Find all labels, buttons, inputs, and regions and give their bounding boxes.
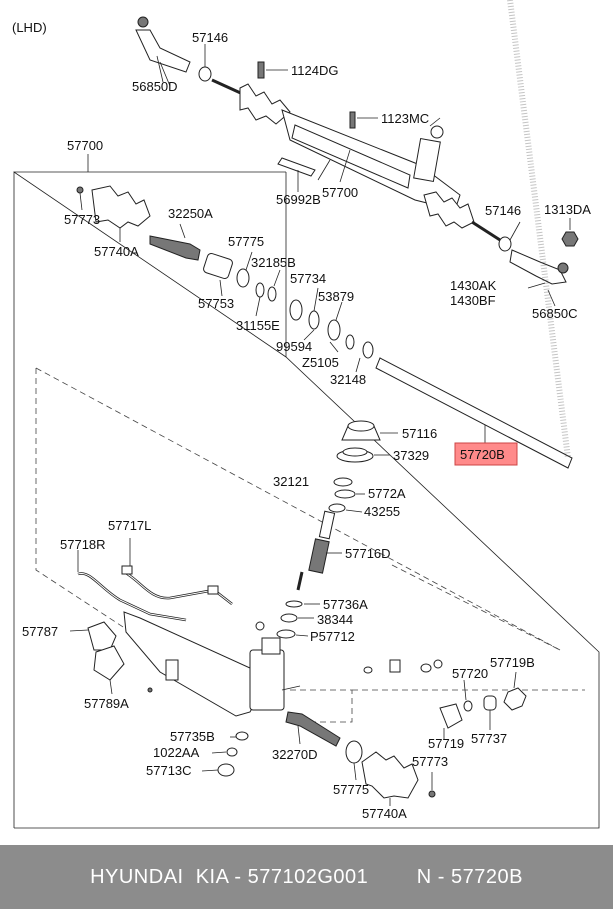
label-57789A: 57789A (84, 696, 129, 711)
label-57787: 57787 (22, 624, 58, 639)
label-57773-bottom: 57773 (412, 754, 448, 769)
label-32148: 32148 (330, 372, 366, 387)
label-57718R: 57718R (60, 537, 106, 552)
label-57736A: 57736A (323, 597, 368, 612)
label-P57712: P57712 (310, 629, 355, 644)
highlight-57720B (454, 442, 518, 466)
label-56992B: 56992B (276, 192, 321, 207)
label-57735B: 57735B (170, 729, 215, 744)
part-number-footer: HYUNDAI KIA - 577102G001 N - 57720B (0, 845, 613, 909)
label-56850C: 56850C (532, 306, 578, 321)
label-57146-top: 57146 (192, 30, 228, 45)
label-37329: 37329 (393, 448, 429, 463)
label-43255: 43255 (364, 504, 400, 519)
pinion-valve-group (276, 420, 398, 639)
label-1430AK: 1430AK (450, 278, 497, 293)
leader-lines (159, 61, 441, 181)
label-32250A: 32250A (168, 206, 213, 221)
label-57775-bottom: 57775 (333, 782, 369, 797)
label-99594: 99594 (276, 339, 312, 354)
label-57720: 57720 (452, 666, 488, 681)
label-32121: 32121 (273, 474, 309, 489)
label-57717L: 57717L (108, 518, 151, 533)
steering-gear-assembly-top (135, 16, 579, 307)
label-57740A-bottom: 57740A (362, 806, 407, 821)
label-1022AA: 1022AA (153, 745, 200, 760)
label-57775-top: 57775 (228, 234, 264, 249)
label-57719: 57719 (428, 736, 464, 751)
label-57713C: 57713C (146, 763, 192, 778)
label-57734: 57734 (290, 271, 326, 286)
label-57700-frame: 57700 (67, 138, 103, 153)
left-boot-group (76, 185, 374, 373)
label-1313DA: 1313DA (544, 202, 591, 217)
exploded-parts-diagram: (LHD) (12, 0, 600, 829)
label-57773-top: 57773 (64, 212, 100, 227)
label-32185B: 32185B (251, 255, 296, 270)
label-1124DG: 1124DG (291, 63, 338, 78)
footer-spacer (368, 866, 416, 889)
lower-right-parts (285, 671, 527, 806)
footer-ref-part: N - 57720B (416, 865, 523, 888)
assembly-frame (13, 154, 600, 829)
label-57116: 57116 (402, 426, 437, 441)
part-labels: 56850D 57146 1124DG 1123MC 57700 56992B … (22, 30, 591, 821)
hose-lines-group (77, 538, 265, 631)
label-57146-right: 57146 (485, 203, 521, 218)
label-1430BF: 1430BF (450, 293, 496, 308)
label-5772A: 5772A (368, 486, 406, 501)
label-57737: 57737 (471, 731, 507, 746)
rack-bar-57720B (375, 0, 573, 469)
label-Z5105: Z5105 (302, 355, 339, 370)
label-57753: 57753 (198, 296, 234, 311)
label-32270D: 32270D (272, 747, 318, 762)
label-57740A-top: 57740A (94, 244, 139, 259)
gear-housing-lower (69, 611, 443, 777)
label-57700-top: 57700 (322, 185, 358, 200)
orientation-note: (LHD) (12, 20, 47, 35)
label-57720B: 57720B (460, 447, 505, 462)
label-57719B: 57719B (490, 655, 535, 670)
footer-brand-part: HYUNDAI KIA - 577102G001 (90, 865, 369, 888)
label-56850D: 56850D (132, 79, 178, 94)
label-1123MC: 1123MC (381, 111, 429, 126)
label-38344: 38344 (317, 612, 353, 627)
label-31155E: 31155E (236, 318, 280, 333)
label-53879: 53879 (318, 289, 354, 304)
label-57716D: 57716D (345, 546, 391, 561)
